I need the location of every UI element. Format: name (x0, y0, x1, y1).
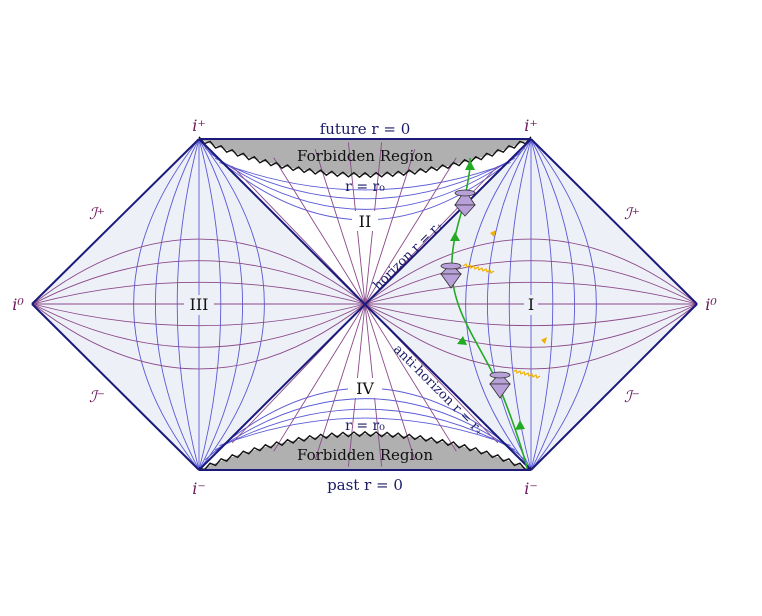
scri-minus-right-label: ℐ⁻ (624, 387, 640, 406)
purple-ray-top (273, 157, 366, 305)
i-minus-left-label: i⁻ (192, 479, 206, 498)
past-label: past r = 0 (327, 476, 403, 494)
photon-1 (462, 263, 495, 274)
light-cone-3 (489, 371, 511, 399)
blue-hyperbola-top (209, 152, 521, 210)
worldline-arrows (450, 160, 525, 430)
purple-curve-right (364, 238, 698, 305)
i-minus-right-label: i⁻ (524, 479, 538, 498)
region-I-label: I (528, 295, 534, 314)
blue-hyperbola-top (219, 161, 511, 191)
singularity-zigzag-bottom (198, 430, 532, 471)
region-IV-label: IV (356, 379, 374, 398)
photon-2 (512, 369, 541, 379)
i0-right-label: i⁰ (705, 295, 717, 314)
r0-bottom-label: r = r₀ (345, 418, 385, 434)
purple-curve-right (364, 281, 698, 305)
purple-curve-right (364, 303, 698, 327)
i0-left-label: i⁰ (12, 295, 24, 314)
purple-curve-right (364, 260, 698, 305)
i-plus-right-label: i⁺ (524, 116, 538, 135)
purple-ray-bottom (364, 303, 457, 452)
forbidden-region-top-label: Forbidden Region (297, 147, 433, 165)
purple-curve-left (32, 238, 366, 305)
r0-top-label: r = r₀ (345, 179, 385, 195)
forbidden-region-top (199, 139, 531, 175)
forbidden-region-bottom-label: Forbidden Region (297, 446, 433, 464)
blue-hyperbola-bottom (209, 398, 521, 456)
purple-ray-bottom (314, 303, 366, 460)
purple-curve-right (364, 303, 698, 348)
scri-plus-right-label: ℐ⁺ (624, 204, 640, 223)
purple-curve-left (32, 303, 366, 370)
purple-ray-bottom (364, 303, 416, 460)
purple-curve-left (32, 260, 366, 305)
blue-hyperbola-bottom (219, 417, 511, 447)
purple-curve-left (32, 303, 366, 348)
diagram-boundary (31, 138, 698, 471)
region-II-label: II (359, 212, 372, 231)
light-cone-1 (454, 189, 476, 217)
forbidden-region-bottom (199, 434, 531, 470)
light-cone-2 (440, 262, 462, 289)
purple-ray-top (364, 157, 457, 305)
purple-ray-top (314, 149, 366, 305)
purple-curve-left (32, 303, 366, 327)
purple-ray-top (364, 149, 416, 305)
blue-hyperbola-top (214, 157, 516, 200)
i-plus-left-label: i⁺ (192, 116, 206, 135)
purple-curve-left (32, 281, 366, 305)
singularity-zigzag-top (198, 136, 532, 179)
blue-hyperbola-bottom (214, 408, 516, 451)
future-label: future r = 0 (320, 120, 411, 138)
purple-curve-right (364, 303, 698, 370)
observer-worldline (451, 157, 528, 469)
constant-r-curves (32, 142, 698, 467)
scri-plus-left-label: ℐ⁺ (89, 204, 105, 223)
purple-ray-bottom (273, 303, 366, 452)
region-III-label: III (190, 295, 209, 314)
scri-minus-left-label: ℐ⁻ (89, 387, 105, 406)
